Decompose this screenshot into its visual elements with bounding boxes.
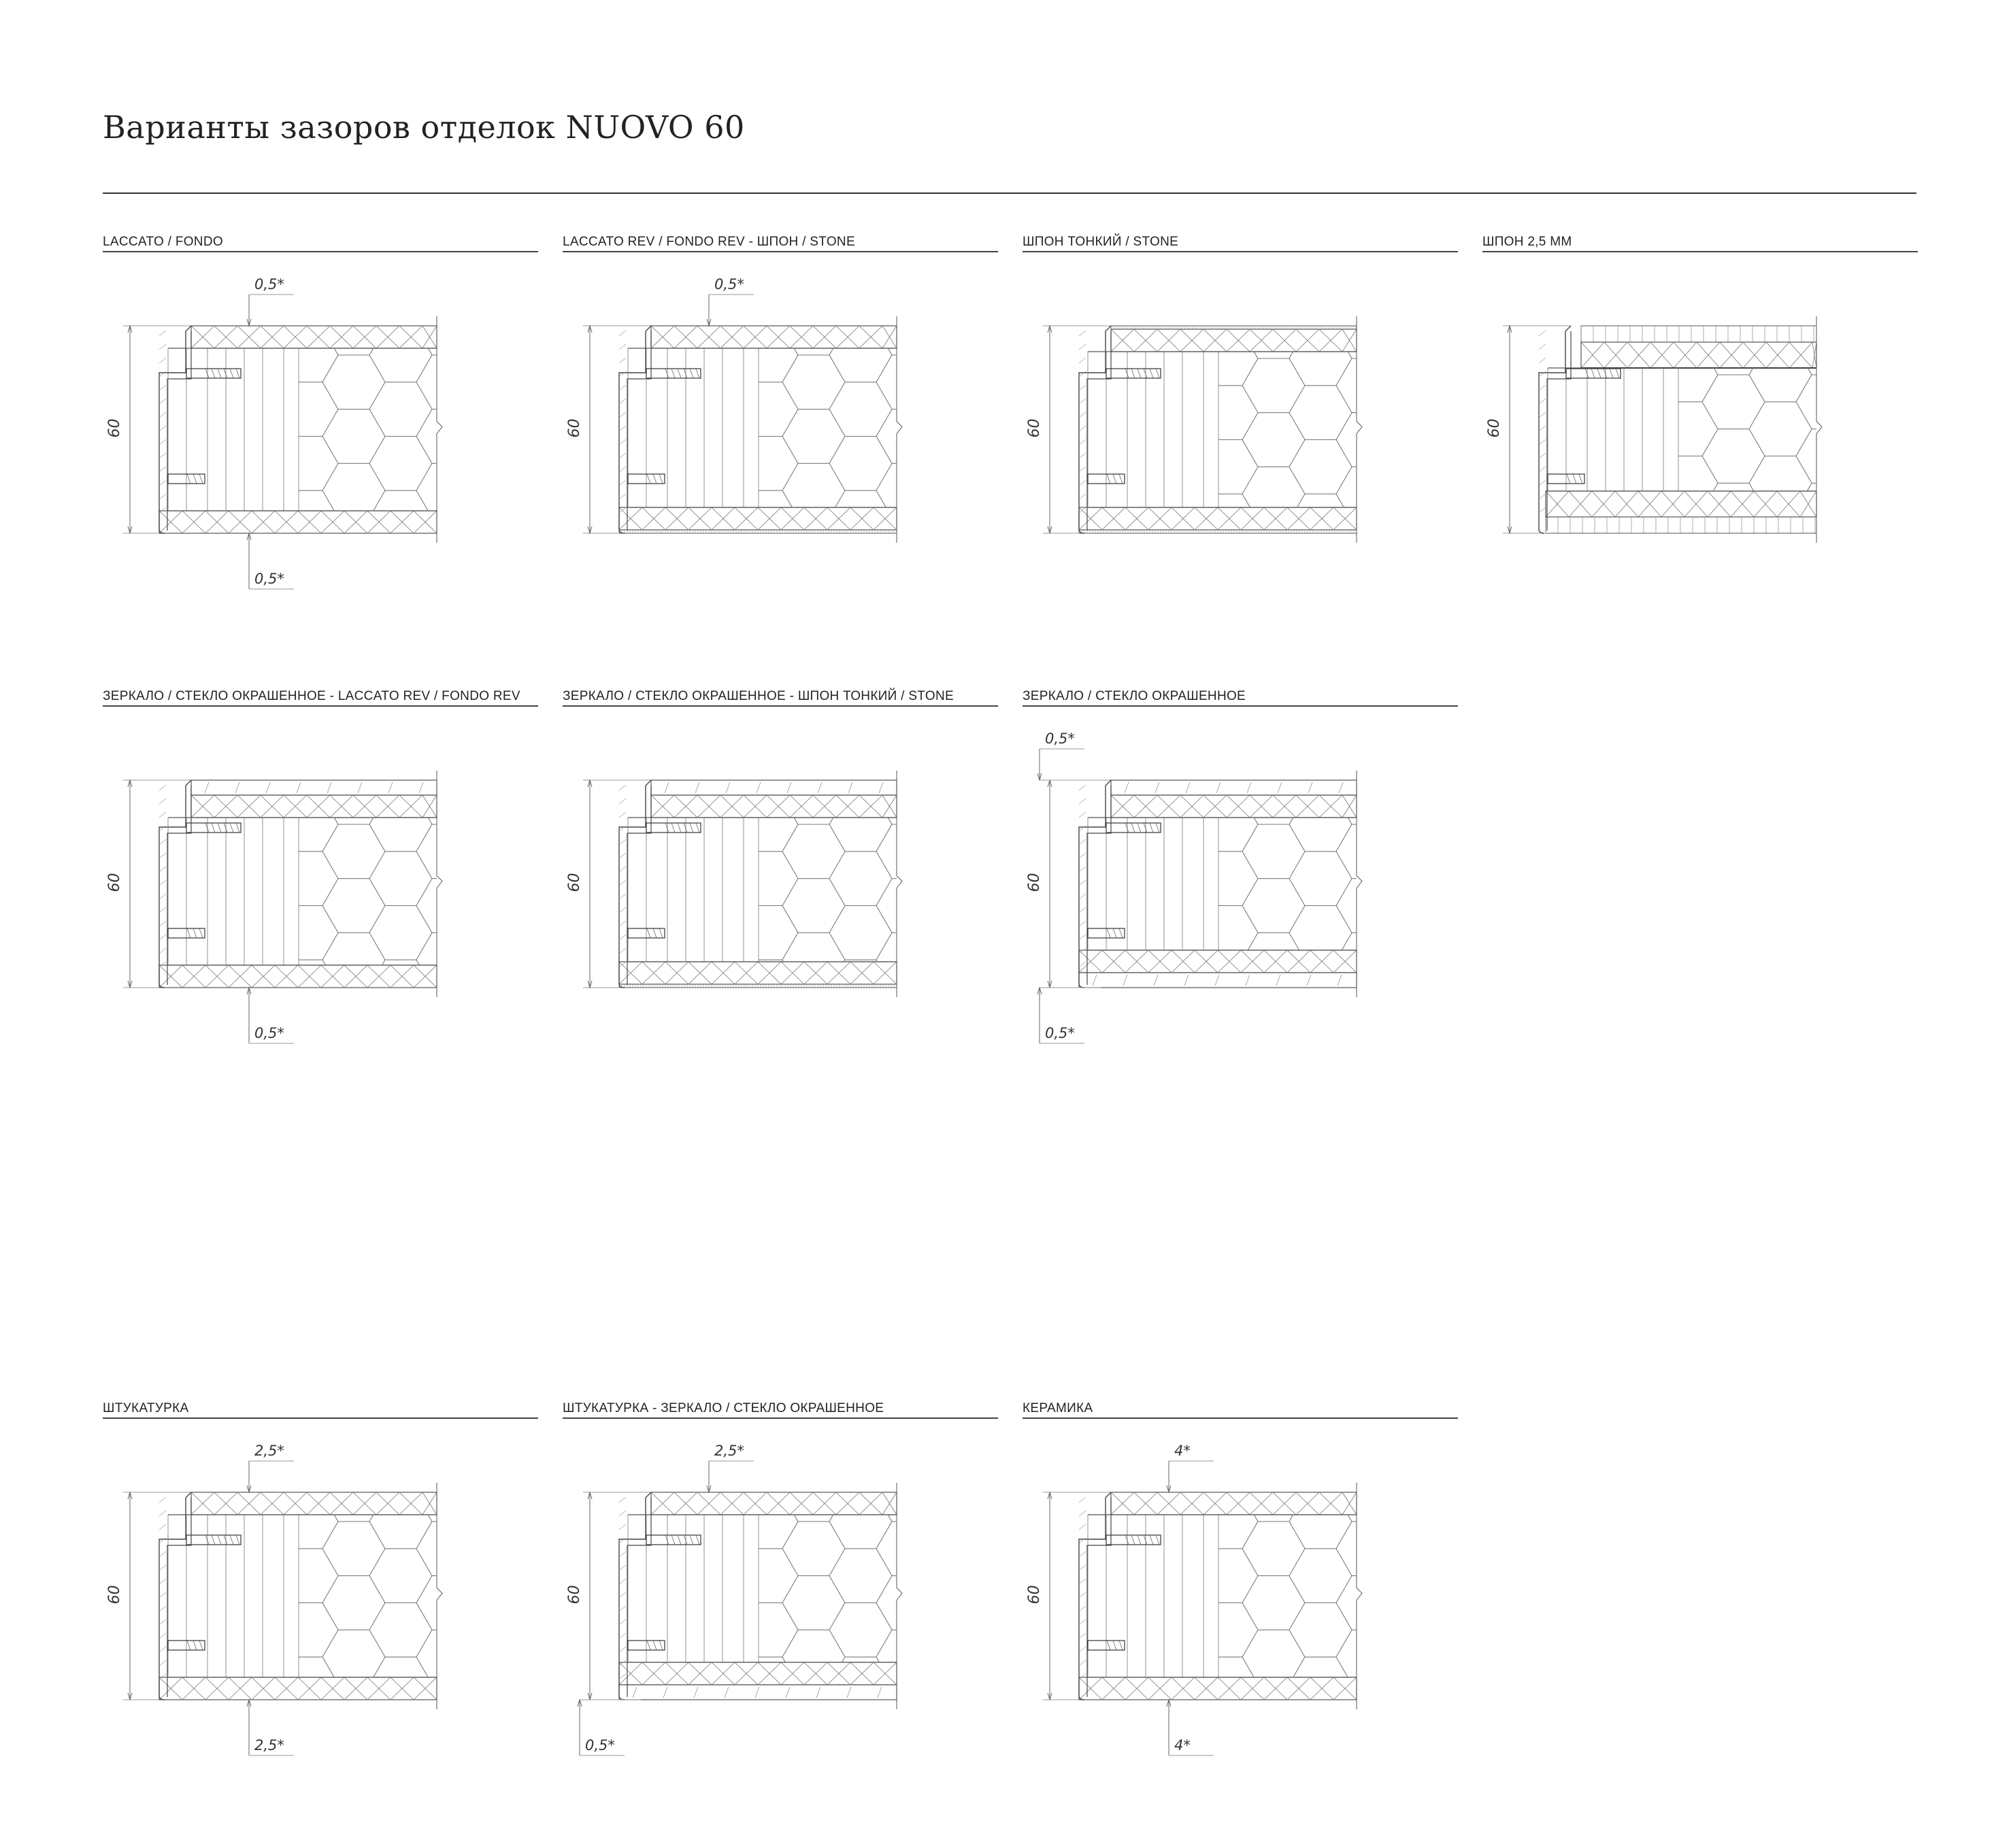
section-label: ЗЕРКАЛО / СТЕКЛО ОКРАШЕННОЕ - LACCATO RE…: [103, 689, 520, 703]
honeycomb-core: [299, 1515, 437, 1677]
honeycomb-core: [1218, 1515, 1357, 1677]
section-drawing: 60 4* 4*: [1026, 1443, 1363, 1756]
height-dimension-label: 60: [106, 873, 123, 892]
height-dimension-label: 60: [566, 419, 583, 438]
honeycomb-core: [759, 1515, 897, 1662]
door-section-drawing: 60: [1026, 316, 1363, 543]
section-drawing: 60 0,5*: [106, 771, 443, 1044]
section-label: ШПОН 2,5 ММ: [1482, 235, 1572, 249]
section-divider: [1482, 251, 1918, 252]
height-dimension-label: 60: [1026, 419, 1043, 438]
honeycomb-core: [1218, 352, 1357, 507]
top-gap-label: 4*: [1174, 1443, 1191, 1459]
section-divider: [1023, 251, 1458, 252]
height-dimension-label: 60: [1026, 873, 1043, 892]
section-label: ШТУКАТУРКА: [103, 1401, 189, 1415]
height-dimension-label: 60: [1486, 419, 1503, 438]
bottom-gap-label: 4*: [1174, 1737, 1191, 1753]
door-section-drawing: 60: [566, 771, 903, 997]
section-label: LACCATO / FONDO: [103, 235, 223, 249]
section-drawing: 60 2,5* 0,5*: [566, 1443, 903, 1756]
height-dimension-label: 60: [106, 419, 123, 438]
door-section-drawing: 60 0,5*: [566, 276, 903, 543]
door-section-drawing: 60 0,5* 0,5*: [106, 276, 443, 590]
top-gap-label: 0,5*: [1045, 730, 1075, 747]
honeycomb-core: [299, 818, 437, 965]
page-title: Варианты зазоров отделок NUOVO 60: [103, 109, 745, 146]
height-dimension-label: 60: [106, 1585, 123, 1605]
top-gap-label: 2,5*: [714, 1443, 744, 1459]
honeycomb-core: [1218, 818, 1357, 950]
height-dimension-label: 60: [566, 873, 583, 892]
door-section-drawing: 60 4* 4*: [1026, 1443, 1363, 1756]
top-gap-label: 0,5*: [714, 276, 744, 292]
height-dimension-label: 60: [566, 1585, 583, 1605]
section-divider: [103, 1417, 538, 1419]
section-drawing: 60 0,5* 0,5*: [1026, 730, 1363, 1044]
top-gap-label: 2,5*: [254, 1443, 284, 1459]
bottom-gap-label: 0,5*: [254, 571, 284, 587]
door-section-drawing: 60: [1486, 316, 1823, 543]
height-dimension-label: 60: [1026, 1585, 1043, 1605]
section-divider: [1023, 705, 1458, 707]
section-divider: [563, 705, 998, 707]
bottom-gap-label: 0,5*: [585, 1737, 615, 1753]
bottom-gap-label: 0,5*: [254, 1025, 284, 1041]
section-drawing: 60 0,5*: [566, 276, 903, 543]
honeycomb-core: [299, 348, 437, 511]
section-label: ШТУКАТУРКА - ЗЕРКАЛО / СТЕКЛО ОКРАШЕННОЕ: [563, 1401, 884, 1415]
section-drawing: 60 0,5* 0,5*: [106, 276, 443, 590]
door-section-drawing: 60 2,5* 2,5*: [106, 1443, 443, 1756]
section-divider: [563, 1417, 998, 1419]
section-drawing: 60: [1486, 316, 1823, 543]
section-label: ШПОН ТОНКИЙ / STONE: [1023, 235, 1179, 249]
section-divider: [103, 251, 538, 252]
honeycomb-core: [1678, 368, 1816, 491]
section-label: КЕРАМИКА: [1023, 1401, 1093, 1415]
section-label: ЗЕРКАЛО / СТЕКЛО ОКРАШЕННОЕ - ШПОН ТОНКИ…: [563, 689, 954, 703]
bottom-gap-label: 0,5*: [1045, 1025, 1075, 1041]
bottom-gap-label: 2,5*: [254, 1737, 284, 1753]
title-divider: [103, 192, 1916, 194]
section-divider: [103, 705, 538, 707]
door-section-drawing: 60 0,5*: [106, 771, 443, 1044]
section-label: ЗЕРКАЛО / СТЕКЛО ОКРАШЕННОЕ: [1023, 689, 1246, 703]
section-drawing: 60 2,5* 2,5*: [106, 1443, 443, 1756]
honeycomb-core: [759, 348, 897, 507]
section-divider: [1023, 1417, 1458, 1419]
door-section-drawing: 60 0,5* 0,5*: [1026, 730, 1363, 1044]
section-label: LACCATO REV / FONDO REV - ШПОН / STONE: [563, 235, 855, 249]
honeycomb-core: [759, 818, 897, 962]
door-section-drawing: 60 2,5* 0,5*: [566, 1443, 903, 1756]
top-gap-label: 0,5*: [254, 276, 284, 292]
section-drawing: 60: [1026, 316, 1363, 543]
section-drawing: 60: [566, 771, 903, 997]
section-divider: [563, 251, 998, 252]
